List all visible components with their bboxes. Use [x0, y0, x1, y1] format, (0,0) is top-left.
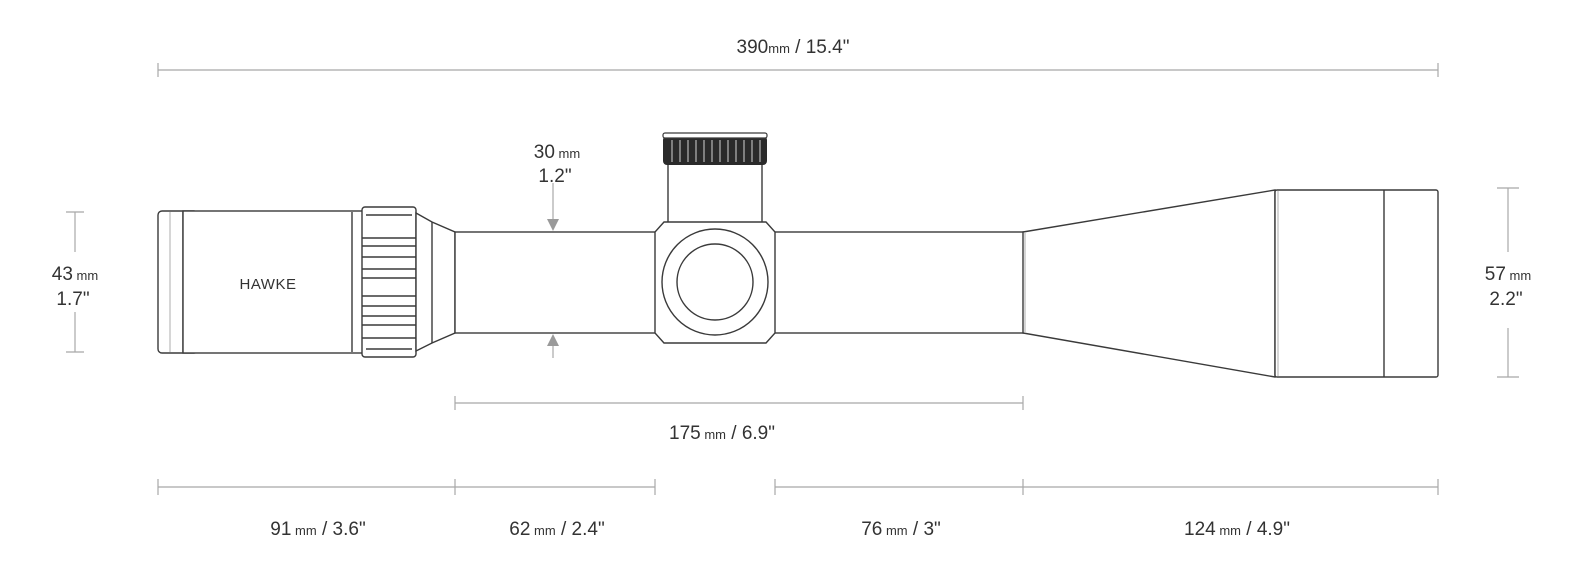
objective-bell [1274, 189, 1439, 378]
main-tube-rear [769, 231, 1026, 334]
tube-diameter-dimension: 30 mm 1.2" [534, 142, 580, 358]
main-tube-front [454, 231, 661, 334]
segment-dimensions: 91 mm / 3.6" 62 mm / 2.4" 76 mm / 3" 124… [157, 479, 1439, 540]
segment-label: 124 mm / 4.9" [1184, 519, 1290, 540]
svg-text:57 mm: 57 mm [1485, 264, 1531, 285]
svg-text:2.2": 2.2" [1489, 289, 1522, 310]
svg-text:43 mm: 43 mm [52, 264, 98, 285]
objective-taper [1022, 189, 1276, 378]
magnification-ring [361, 206, 417, 358]
overall-length-dimension: 390mm / 15.4" [157, 37, 1439, 77]
eyepiece-diameter-dimension: 43 mm 1.7" [52, 211, 98, 353]
hawke-logo: HAWKE [240, 276, 297, 293]
segment-label: 62 mm / 2.4" [509, 519, 604, 540]
mounting-length-dimension: 175 mm / 6.9" [454, 396, 1024, 444]
overall-length-label: 390mm / 15.4" [737, 37, 850, 58]
segment-label: 91 mm / 3.6" [270, 519, 365, 540]
turret-cap-knurled [663, 136, 767, 165]
svg-text:1.7": 1.7" [56, 289, 89, 310]
elevation-turret [667, 159, 763, 225]
svg-text:1.2": 1.2" [538, 166, 571, 187]
svg-text:175 mm / 6.9": 175 mm / 6.9" [669, 423, 775, 444]
svg-text:30 mm: 30 mm [534, 142, 580, 163]
segment-label: 76 mm / 3" [861, 519, 941, 540]
objective-diameter-dimension: 57 mm 2.2" [1485, 187, 1531, 378]
scope-drawing: HAWKE [157, 132, 1439, 378]
eyepiece-body [182, 210, 364, 354]
